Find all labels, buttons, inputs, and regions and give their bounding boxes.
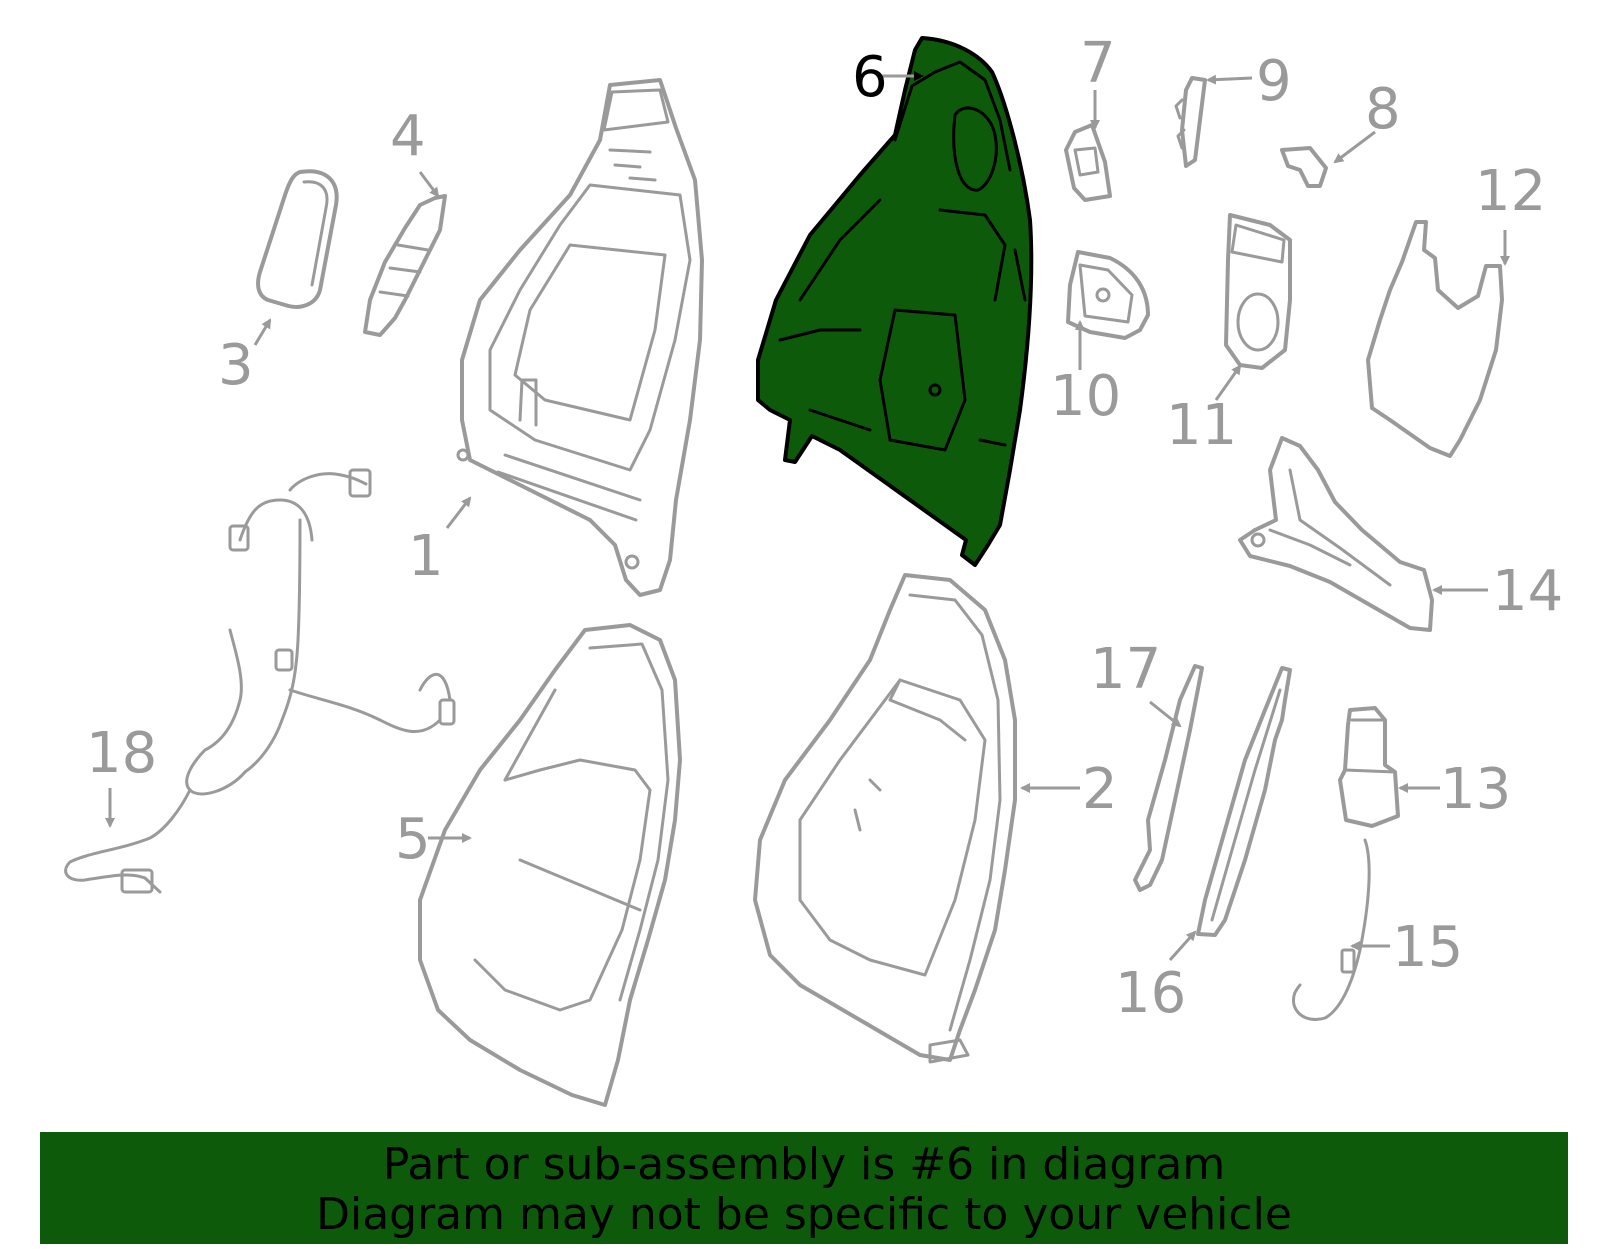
part-6-seatback-cushion-highlighted [756,36,1034,567]
part-13-knob [1338,706,1400,828]
info-banner: Part or sub-assembly is #6 in diagram Di… [40,1132,1568,1244]
callout-11: 11 [1166,393,1237,458]
part-3-airbag-cover [256,169,339,309]
callout-9: 9 [1256,49,1292,114]
callout-3: 3 [218,333,254,398]
part-16-trim-strip [1196,666,1292,937]
part-17-trim-strip [1133,664,1204,892]
part-12-back-board [1366,220,1504,458]
callout-10: 10 [1050,364,1121,429]
part-5-seatback-cover [418,623,682,1107]
banner-line-2: Diagram may not be specific to your vehi… [316,1189,1292,1240]
callout-14: 14 [1492,559,1563,624]
callout-16: 16 [1115,961,1186,1026]
part-7-bracket [1064,123,1112,202]
part-4-airbag-module [363,194,447,337]
part-10-cover [1066,250,1150,340]
part-8-clip [1280,146,1328,188]
callout-6: 6 [852,45,888,110]
callout-2: 2 [1082,757,1118,822]
part-15-wire-rod [1292,838,1371,1021]
part-2-seatback-cover [753,573,1017,1064]
callout-1: 1 [408,524,444,589]
callout-15: 15 [1392,915,1463,980]
callout-8: 8 [1365,77,1401,142]
part-1-seatback-frame [456,78,704,597]
part-18-wire-harness [64,468,456,894]
callout-12: 12 [1475,159,1546,224]
callout-7: 7 [1080,31,1116,96]
callout-18: 18 [86,721,157,786]
callout-17: 17 [1090,637,1161,702]
banner-line-1: Part or sub-assembly is #6 in diagram [382,1139,1226,1190]
callout-13: 13 [1440,757,1511,822]
part-9-trim-clip [1174,76,1207,168]
callout-5: 5 [395,807,431,872]
callout-labels: 1 2 3 4 5 6 7 8 9 10 11 12 13 14 15 16 1… [86,31,1563,1026]
leader-lines [105,71,1510,961]
callout-4: 4 [390,104,426,169]
part-14-trim-rail [1238,436,1434,632]
part-11-headrest-guide [1224,213,1292,370]
